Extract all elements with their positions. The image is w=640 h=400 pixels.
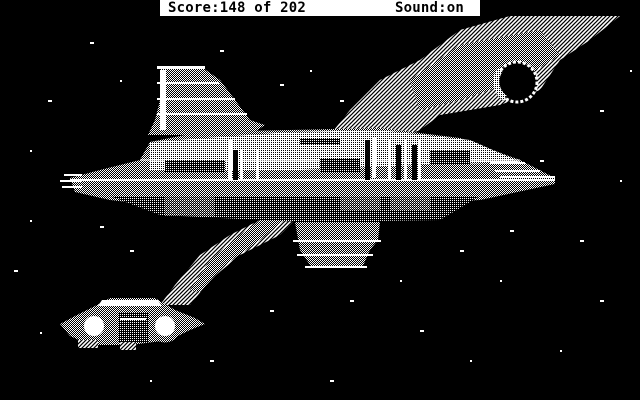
status-bar: Score:148 of 202 Sound:on	[160, 0, 480, 16]
sound-status: Sound:on	[394, 0, 464, 16]
mothership	[60, 66, 555, 268]
planet	[493, 60, 539, 104]
shuttle	[60, 298, 205, 350]
starfield	[14, 42, 632, 382]
score-display: Score:148 of 202	[168, 0, 307, 16]
